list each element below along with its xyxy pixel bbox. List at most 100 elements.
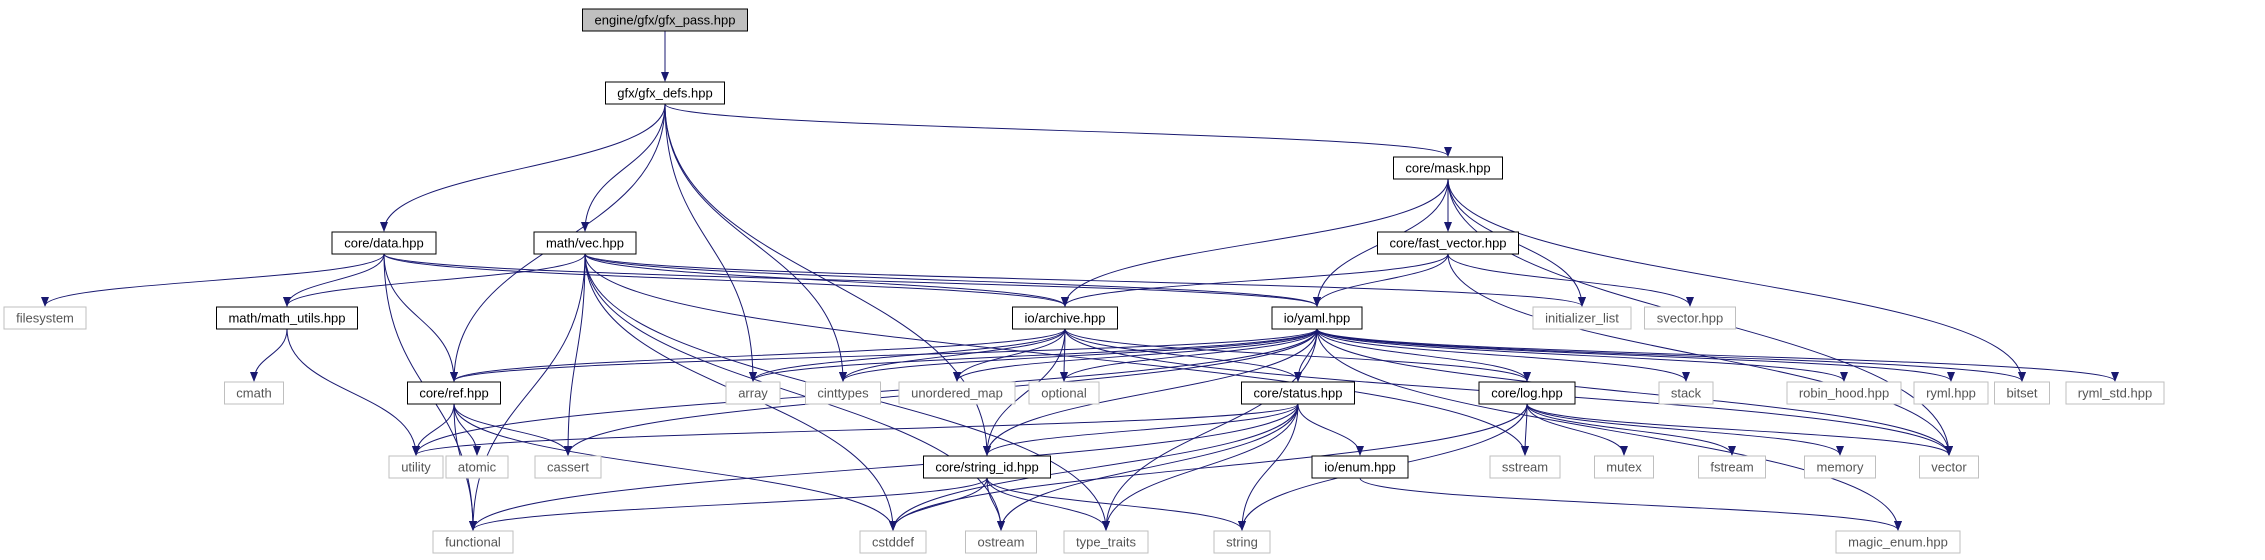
node-box — [1271, 306, 1363, 330]
node-label: math/math_utils.hpp — [228, 311, 345, 326]
node-cassert: cassert — [534, 455, 602, 479]
node-box — [1658, 381, 1714, 405]
node-data[interactable]: core/data.hpp — [331, 231, 437, 255]
edge-vec-to-yaml — [584, 253, 1321, 307]
node-label: math/vec.hpp — [546, 236, 624, 251]
node-label: ryml.hpp — [1926, 386, 1976, 401]
edge-data-to-archive — [383, 253, 1069, 307]
node-cmath: cmath — [224, 381, 284, 405]
edge-mask-to-bitset — [1447, 178, 2026, 382]
node-vec[interactable]: math/vec.hpp — [533, 231, 637, 255]
edge-data-to-math_utils — [283, 253, 385, 307]
node-mutex: mutex — [1594, 455, 1654, 479]
node-label: cinttypes — [817, 386, 869, 401]
node-label: functional — [445, 535, 501, 550]
edge-ref-to-atomic — [453, 403, 481, 456]
node-label: io/yaml.hpp — [1284, 311, 1350, 326]
edge-yaml-to-ryml — [1316, 328, 1955, 382]
node-box — [224, 381, 284, 405]
edge-log-to-fstream — [1526, 403, 1736, 456]
edge-archive-to-unordered_map — [953, 328, 1066, 382]
edge-math_utils-to-cmath — [250, 328, 288, 382]
node-math-utils[interactable]: math/math_utils.hpp — [216, 306, 358, 330]
node-label: robin_hood.hpp — [1799, 386, 1889, 401]
node-log[interactable]: core/log.hpp — [1478, 381, 1576, 405]
node-box — [533, 231, 637, 255]
edge-yaml-to-string_id — [983, 328, 1318, 456]
edge-gfx_defs-to-cinttypes — [664, 103, 847, 382]
node-mask[interactable]: core/mask.hpp — [1393, 156, 1503, 180]
node-label: cassert — [547, 460, 589, 475]
edge-status-to-cstddef — [889, 403, 1299, 531]
edge-data-to-filesystem — [41, 253, 385, 307]
node-box — [1377, 231, 1519, 255]
node-label: utility — [401, 460, 431, 475]
edge-fast_vector-to-svector — [1447, 253, 1694, 307]
edge-status-to-string_id — [983, 403, 1299, 456]
edge-gfx_defs-to-array — [664, 103, 757, 382]
edge-yaml-to-robin_hood — [1316, 328, 1848, 382]
node-box — [2065, 381, 2165, 405]
node-magic-enum: magic_enum.hpp — [1835, 530, 1961, 554]
edge-yaml-to-array — [749, 328, 1318, 382]
file-nodes: engine/gfx/gfx_pass.hpp gfx/gfx_defs.hppc… — [3, 8, 2165, 554]
node-label: core/data.hpp — [344, 236, 424, 251]
node-label: memory — [1817, 460, 1864, 475]
node-box — [331, 231, 437, 255]
node-label: core/log.hpp — [1491, 386, 1563, 401]
node-yaml[interactable]: io/yaml.hpp — [1271, 306, 1363, 330]
edge-yaml-to-log — [1316, 328, 1531, 382]
node-label: string — [1226, 535, 1258, 550]
edge-math_utils-to-utility — [286, 328, 420, 456]
node-label: type_traits — [1076, 535, 1136, 550]
node-label: core/ref.hpp — [419, 386, 488, 401]
edge-archive-to-array — [749, 328, 1066, 382]
node-box — [1919, 455, 1979, 479]
node-array: array — [725, 381, 781, 405]
node-label: cstddef — [872, 535, 914, 550]
edge-status-to-ostream — [997, 403, 1299, 531]
node-box — [1532, 306, 1632, 330]
node-string: string — [1213, 530, 1271, 554]
node-label: filesystem — [16, 311, 74, 326]
node-label: core/string_id.hpp — [935, 460, 1038, 475]
edge-string_id-to-functional — [469, 477, 988, 531]
node-label: gfx/gfx_defs.hpp — [617, 86, 712, 101]
node-label: vector — [1931, 460, 1967, 475]
edge-yaml-to-bitset — [1316, 328, 2026, 382]
edge-ref-to-cassert — [453, 403, 572, 456]
node-box — [725, 381, 781, 405]
node-unordered-map: unordered_map — [898, 381, 1016, 405]
node-gfx-pass: engine/gfx/gfx_pass.hpp — [582, 8, 748, 32]
node-archive[interactable]: io/archive.hpp — [1012, 306, 1118, 330]
node-type-traits: type_traits — [1063, 530, 1149, 554]
edge-log-to-cstddef — [889, 403, 1528, 531]
edge-yaml-to-ref — [450, 328, 1318, 382]
node-svector: svector.hpp — [1644, 306, 1736, 330]
edge-yaml-to-type_traits — [1102, 328, 1318, 531]
node-label: ryml_std.hpp — [2078, 386, 2152, 401]
node-io-enum[interactable]: io/enum.hpp — [1311, 455, 1409, 479]
node-box — [1241, 381, 1355, 405]
node-label: magic_enum.hpp — [1848, 535, 1948, 550]
node-string-id[interactable]: core/string_id.hpp — [923, 455, 1051, 479]
node-box — [1063, 530, 1149, 554]
node-label: core/status.hpp — [1254, 386, 1343, 401]
edge-data-to-ref — [383, 253, 458, 382]
edge-yaml-to-ryml_std — [1316, 328, 2119, 382]
edge-fast_vector-to-yaml — [1313, 253, 1449, 307]
node-label: atomic — [458, 460, 497, 475]
node-utility: utility — [388, 455, 444, 479]
node-fast-vector[interactable]: core/fast_vector.hpp — [1377, 231, 1519, 255]
node-box — [1213, 530, 1271, 554]
node-label: optional — [1041, 386, 1087, 401]
dependency-edges — [41, 31, 2119, 531]
node-box — [407, 381, 501, 405]
node-label: core/fast_vector.hpp — [1389, 236, 1506, 251]
node-label: initializer_list — [1545, 311, 1619, 326]
node-ref[interactable]: core/ref.hpp — [407, 381, 501, 405]
edge-string_id-to-type_traits — [986, 477, 1110, 531]
edge-fast_vector-to-archive — [1061, 253, 1449, 307]
node-status[interactable]: core/status.hpp — [1241, 381, 1355, 405]
node-gfx-defs[interactable]: gfx/gfx_defs.hpp — [605, 81, 725, 105]
